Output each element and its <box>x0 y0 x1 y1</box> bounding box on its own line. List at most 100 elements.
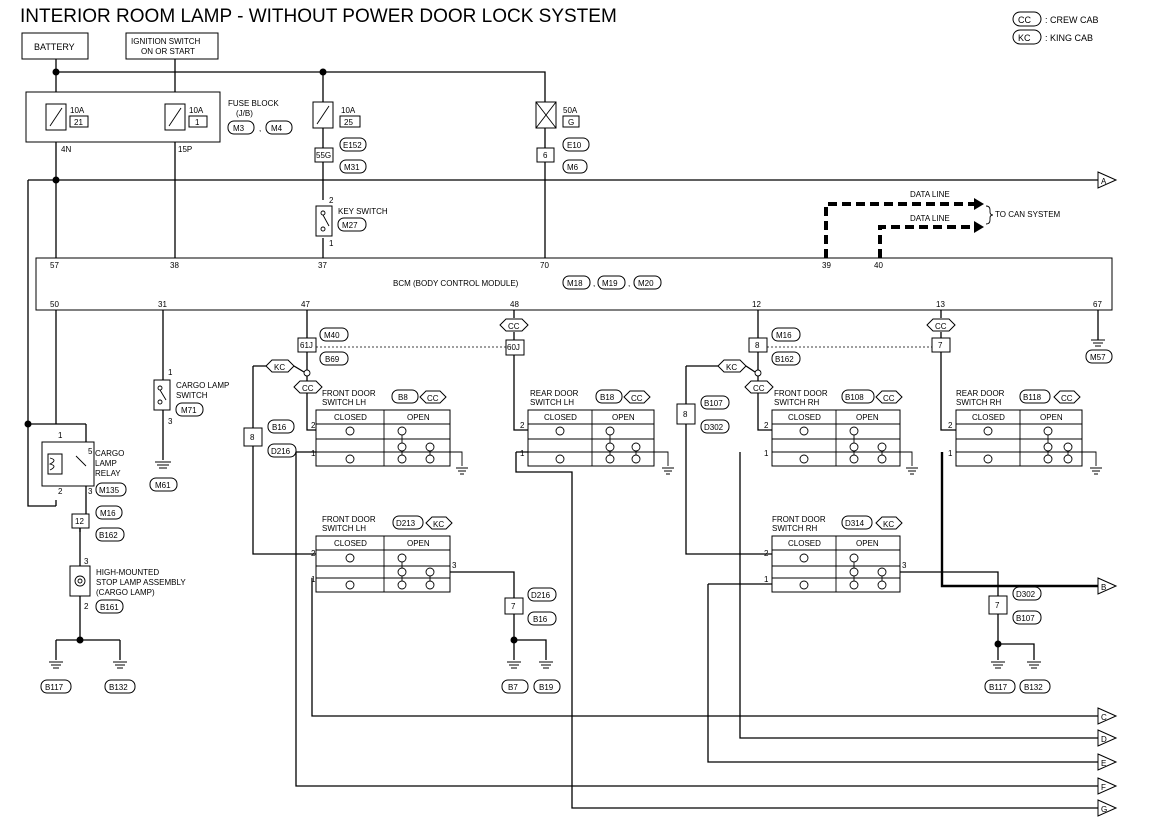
kc-split-wire <box>293 365 305 373</box>
cab-legend: CC : CREW CAB KC : KING CAB <box>1012 11 1099 45</box>
data-line-brace <box>985 205 994 225</box>
svg-text:CLOSED: CLOSED <box>788 413 821 422</box>
svg-text:B69: B69 <box>325 355 340 364</box>
ignition-label-1: IGNITION SWITCH <box>131 37 201 46</box>
svg-text:3: 3 <box>902 561 907 570</box>
svg-text:OPEN: OPEN <box>612 413 635 422</box>
battery-box <box>21 32 89 60</box>
bcm-conn-pill <box>562 275 591 290</box>
cab-badge-kc: KC <box>265 359 295 373</box>
svg-text:57: 57 <box>50 261 59 270</box>
fuse-block-sep: , <box>259 124 261 133</box>
svg-text:37: 37 <box>318 261 327 270</box>
svg-text:CLOSED: CLOSED <box>972 413 1005 422</box>
svg-text:39: 39 <box>822 261 831 270</box>
data-line-1 <box>824 202 974 258</box>
offpage-arrow-a: A <box>1097 171 1118 189</box>
kc-left-ground-wire <box>450 571 515 640</box>
svg-text:50A: 50A <box>563 106 578 115</box>
svg-text:B132: B132 <box>109 683 128 692</box>
ignition-label-2: ON OR START <box>141 47 195 56</box>
fuse-4: 50A G 6 E10 M6 <box>535 101 590 174</box>
stop-lamp-wires <box>55 528 121 660</box>
cab-badge-kc: KC <box>717 359 747 373</box>
legend-kc-desc: : KING CAB <box>1045 33 1093 43</box>
data-line-2 <box>878 225 974 258</box>
svg-text:8: 8 <box>250 433 255 442</box>
offpage-arrow-b: B <box>1097 577 1118 595</box>
bus-e-wire <box>707 583 1098 763</box>
svg-text:2: 2 <box>948 421 953 430</box>
svg-text:B108: B108 <box>845 393 864 402</box>
cargo-lamp-switch: 1 3 CARGO LAMP SWITCH M71 M61 <box>149 368 229 492</box>
data-line-1-label: DATA LINE <box>910 190 950 199</box>
svg-text:FRONT DOOR: FRONT DOOR <box>322 389 376 398</box>
bus-c-wire <box>311 578 1098 717</box>
svg-text:7: 7 <box>995 601 1000 610</box>
conn-m40: 61J M40 B69 <box>297 327 349 366</box>
fd-rh-cc-wire <box>757 376 772 431</box>
svg-text:G: G <box>568 118 574 127</box>
bcm-ground-symbol: M57 <box>1085 339 1113 364</box>
svg-text:A: A <box>1101 177 1107 186</box>
front-door-switch-lh-kc: FRONT DOOR SWITCH LH D213 KC CLOSED OPEN… <box>311 515 457 593</box>
svg-text:KC: KC <box>274 363 285 372</box>
cab-badge-cc: CC <box>499 318 529 332</box>
bcm-label: BCM (BODY CONTROL MODULE) <box>393 279 519 288</box>
bcm-top-pins: 57 38 37 70 39 40 <box>50 261 883 270</box>
svg-text:B8: B8 <box>398 393 408 402</box>
svg-text:E152: E152 <box>343 141 362 150</box>
svg-text:CC: CC <box>631 394 643 403</box>
kc-left-ground-symbols: B7 B19 <box>501 661 561 694</box>
kc-left-ground-split <box>513 639 547 660</box>
svg-text:48: 48 <box>510 300 519 309</box>
relay-feed-wire <box>27 180 56 507</box>
svg-text:50: 50 <box>50 300 59 309</box>
svg-text:CLOSED: CLOSED <box>544 413 577 422</box>
junction-dot <box>52 68 60 76</box>
svg-text:CARGO LAMP: CARGO LAMP <box>176 381 229 390</box>
junction-dot <box>510 636 518 644</box>
cab-badge-cc: CC <box>744 380 774 394</box>
fuse-block-conn-2: M4 <box>271 124 283 133</box>
svg-text:G: G <box>1101 805 1107 814</box>
svg-text:KC: KC <box>726 363 737 372</box>
svg-text:B7: B7 <box>508 683 518 692</box>
svg-text:M71: M71 <box>181 406 197 415</box>
data-line-arrow <box>974 198 984 210</box>
conn-pill <box>227 120 255 135</box>
bcm-conn-1: M18 <box>567 279 583 288</box>
svg-text:5: 5 <box>88 447 93 456</box>
svg-text:KEY SWITCH: KEY SWITCH <box>338 207 388 216</box>
svg-text:M27: M27 <box>342 221 358 230</box>
svg-text:D216: D216 <box>271 447 291 456</box>
svg-text:2: 2 <box>329 196 334 205</box>
svg-text:CC: CC <box>508 322 520 331</box>
svg-text:CARGO: CARGO <box>95 449 124 458</box>
svg-text:1: 1 <box>168 368 173 377</box>
kc-right-wire <box>685 365 772 555</box>
svg-text:1: 1 <box>311 449 316 458</box>
conn-m16: 8 M16 B162 <box>748 327 801 366</box>
pin-13-wire <box>940 310 956 431</box>
svg-text:7: 7 <box>511 602 516 611</box>
bcm-conn-sep: , <box>593 279 595 288</box>
svg-text:2: 2 <box>84 602 89 611</box>
branch-right-connector: 8 B107 D302 <box>676 395 730 434</box>
svg-text:FRONT DOOR: FRONT DOOR <box>772 515 826 524</box>
conn-cc13: 7 <box>931 337 951 353</box>
kc-right-ground: 7 D302 B107 <box>988 586 1042 625</box>
front-door-switch-rh-kc: FRONT DOOR SWITCH RH D314 KC CLOSED OPEN… <box>764 515 907 593</box>
bcm-bottom-pins: 50 31 47 48 12 13 67 <box>50 300 1102 309</box>
svg-text:C: C <box>1101 713 1107 722</box>
svg-text:3: 3 <box>452 561 457 570</box>
kc-left-wire <box>252 365 316 555</box>
svg-text:2: 2 <box>311 421 316 430</box>
svg-text:HIGH-MOUNTED: HIGH-MOUNTED <box>96 568 159 577</box>
svg-text:D216: D216 <box>531 591 551 600</box>
svg-text:M40: M40 <box>324 331 340 340</box>
svg-text:1: 1 <box>329 239 334 248</box>
kc-right-ground-symbols: B117 B132 <box>984 661 1051 694</box>
svg-text:SWITCH RH: SWITCH RH <box>772 524 818 533</box>
